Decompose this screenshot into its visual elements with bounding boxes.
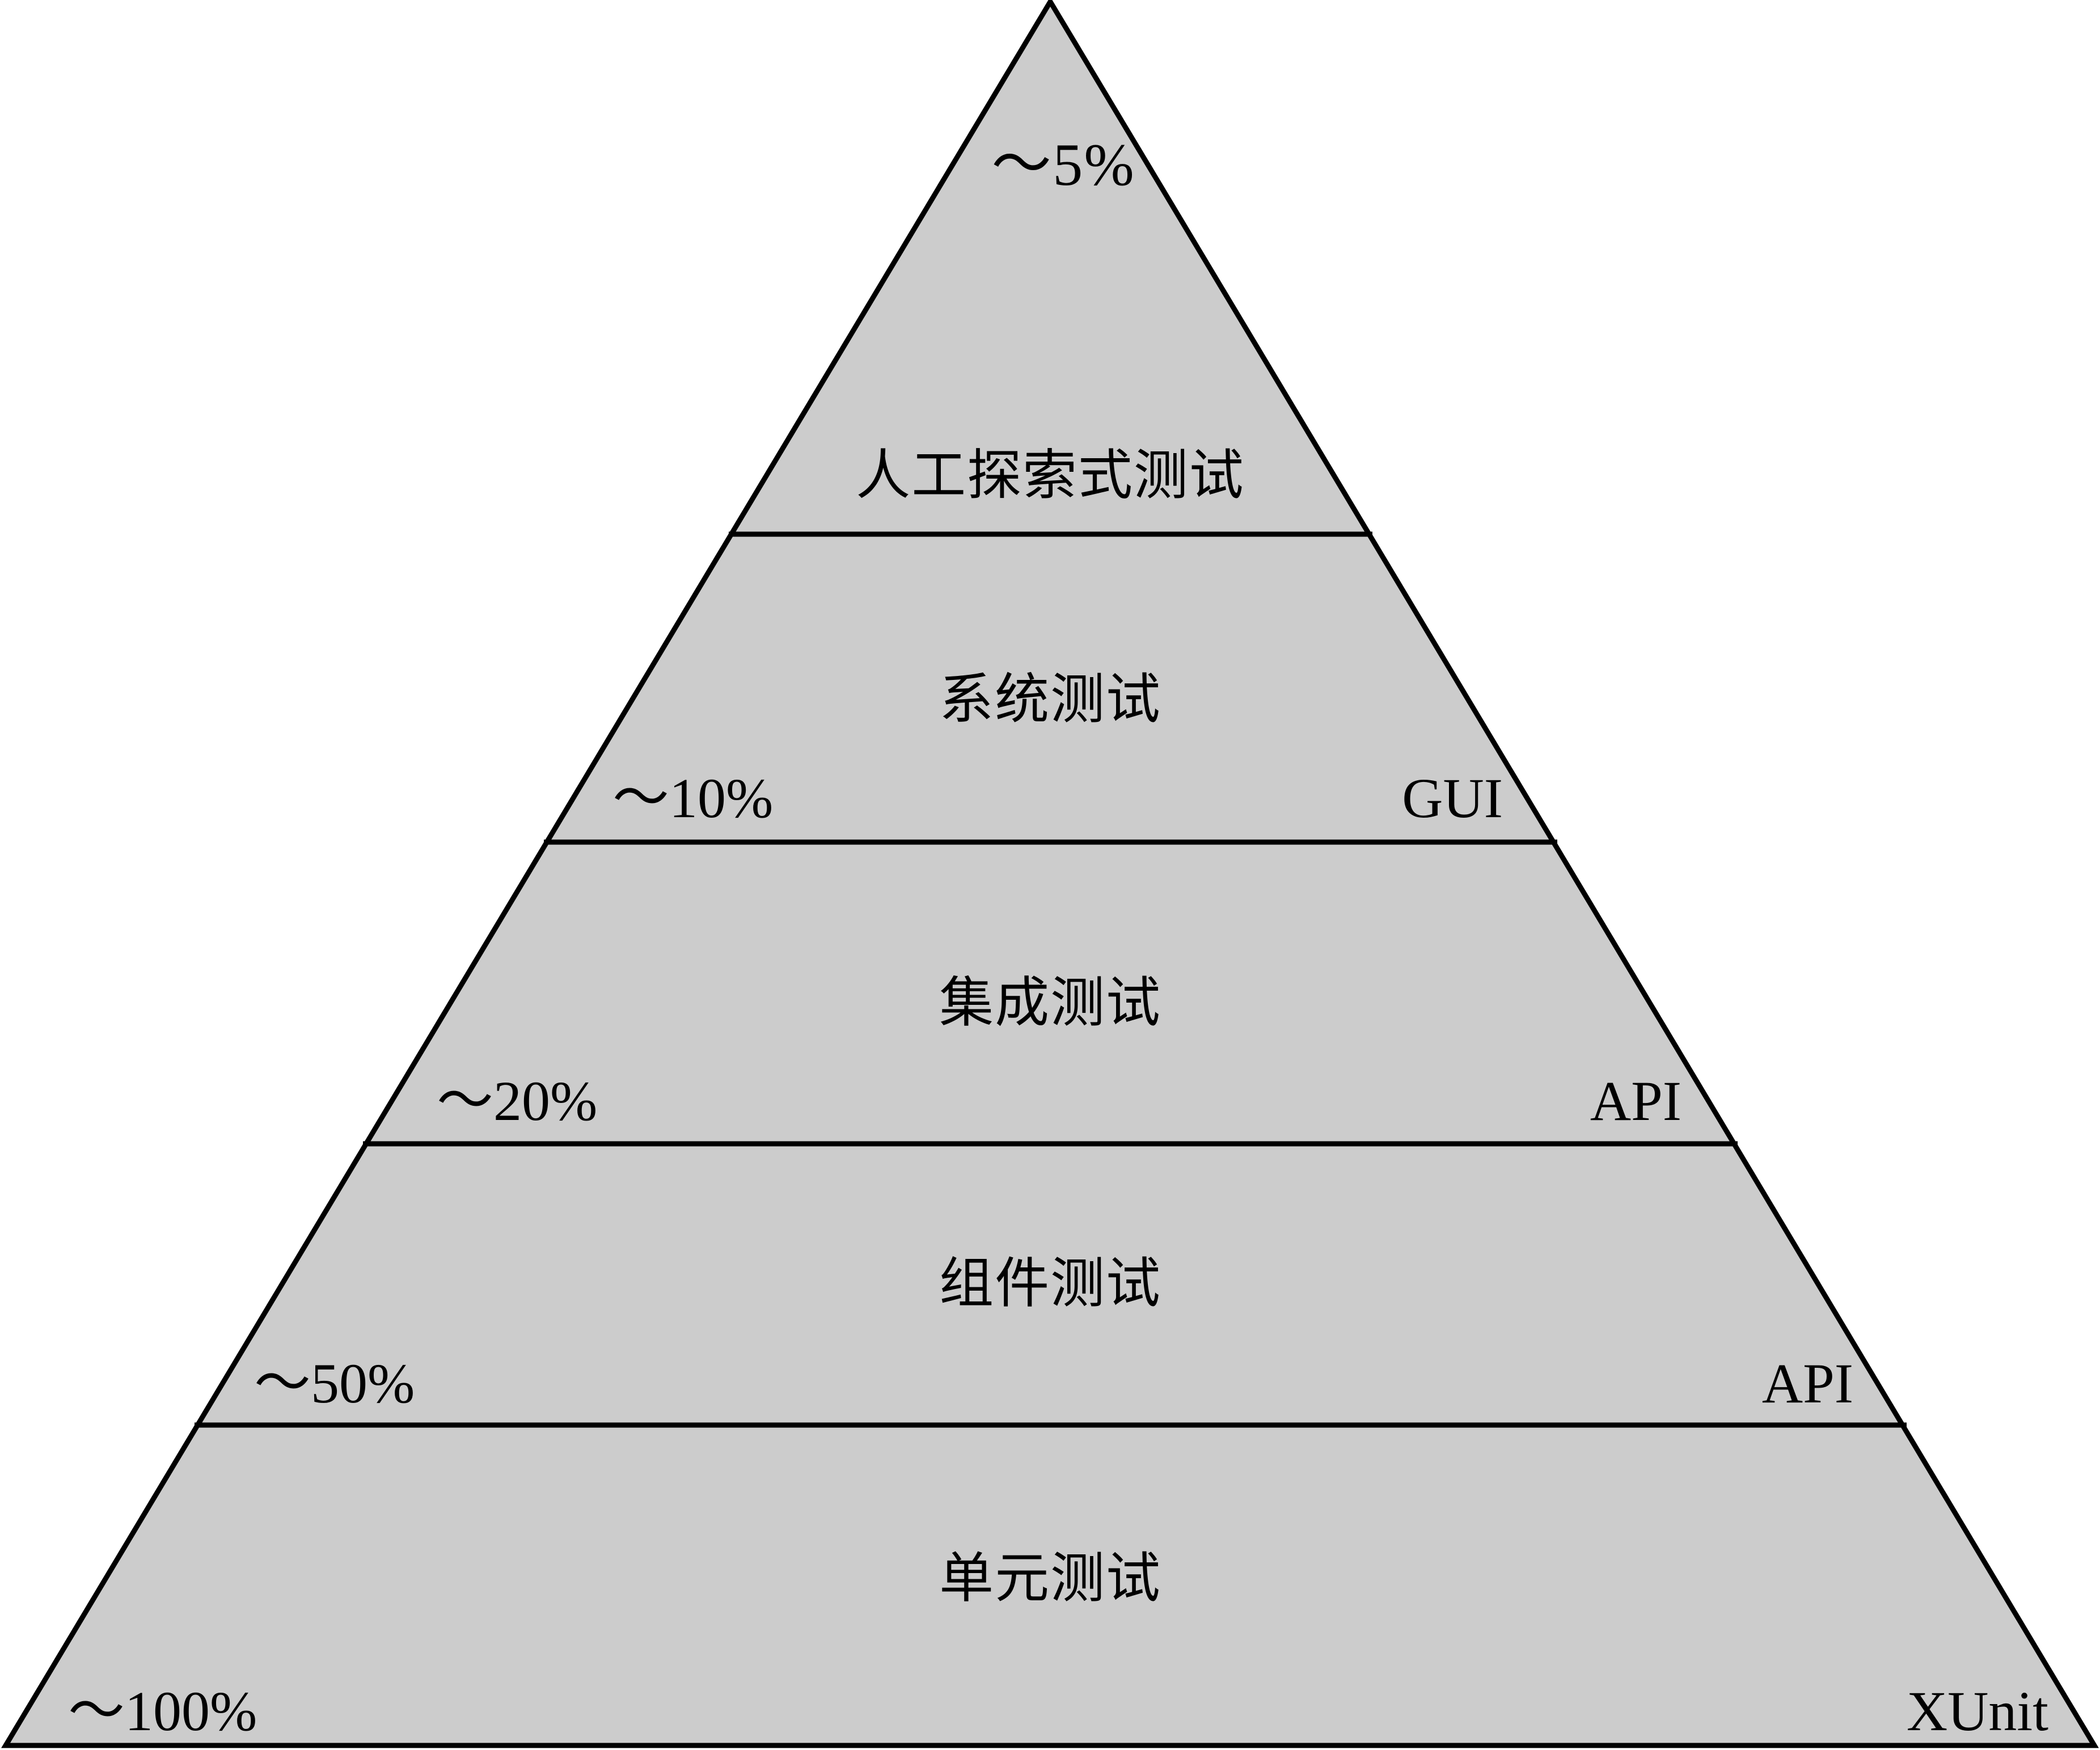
- layer-percent-system-test: ～10%: [612, 767, 774, 830]
- layer-label-unit-test: 单元测试: [939, 1546, 1161, 1610]
- layer-percent-component-test: ～50%: [254, 1352, 415, 1415]
- layer-tool-unit-test: XUnit: [1907, 1680, 2048, 1743]
- layer-label-component-test: 组件测试: [939, 1252, 1161, 1315]
- layer-percent-unit-test: ～100%: [68, 1680, 257, 1743]
- layer-label-integration-test: 集成测试: [939, 971, 1161, 1034]
- layer-tool-integration-test: API: [1590, 1070, 1681, 1132]
- apex-percent-label: ～5%: [991, 132, 1135, 198]
- layer-percent-integration-test: ～20%: [437, 1070, 598, 1132]
- layer-label-manual-exploratory: 人工探索式测试: [856, 443, 1245, 507]
- layer-tool-system-test: GUI: [1402, 767, 1503, 830]
- layer-tool-component-test: API: [1761, 1352, 1853, 1415]
- layer-label-system-test: 系统测试: [939, 667, 1161, 731]
